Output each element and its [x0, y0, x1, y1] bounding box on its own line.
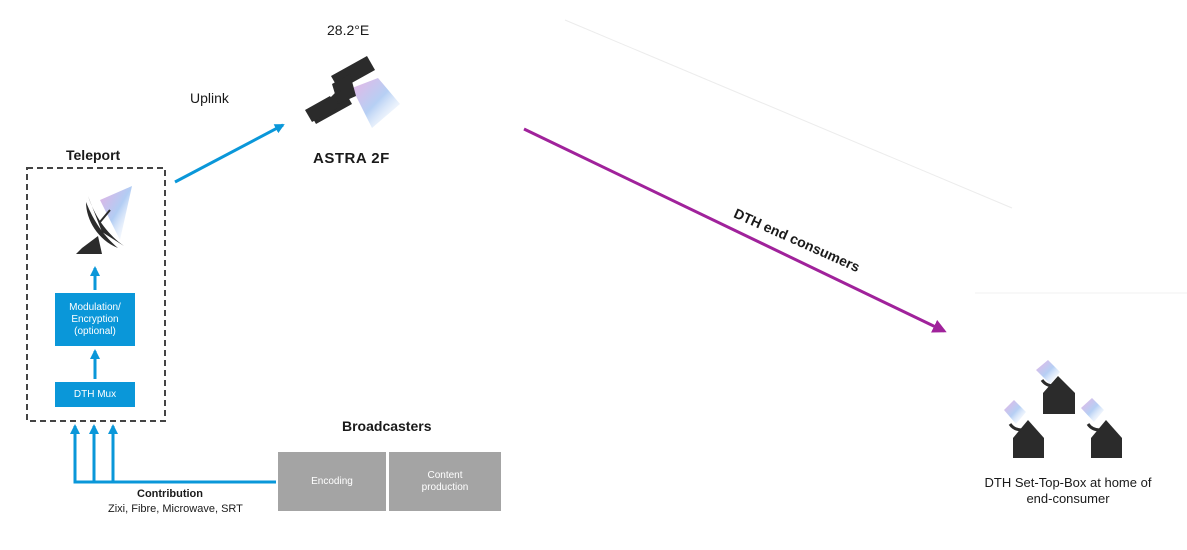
teleport-container — [26, 167, 166, 422]
content-production-label: Content production — [421, 469, 469, 493]
faint-guide-line — [564, 19, 1013, 209]
teleport-title: Teleport — [66, 147, 121, 163]
content-production-box: Content production — [389, 452, 501, 511]
house-icon — [1081, 398, 1122, 458]
encoding-box: Encoding — [278, 452, 386, 511]
satellite-name: ASTRA 2F — [313, 150, 390, 167]
encoding-label: Encoding — [311, 475, 353, 487]
dish-icon — [76, 186, 132, 254]
uplink-label: Uplink — [190, 90, 229, 106]
contribution-title: Contribution — [137, 488, 203, 500]
downlink-arrow — [523, 127, 947, 333]
receiver-label: DTH Set-Top-Box at home of end-consumer — [984, 475, 1152, 506]
house-icon — [1036, 360, 1075, 414]
contribution-feed-line-1 — [70, 424, 276, 484]
house-icon — [1004, 400, 1044, 458]
uplink-arrow — [174, 123, 285, 184]
orbital-position-label: 28.2°E — [327, 22, 370, 38]
modulation-label: Modulation/ Encryption (optional) — [69, 301, 121, 337]
satellite-icon — [305, 56, 400, 128]
contribution-methods: Zixi, Fibre, Microwave, SRT — [108, 503, 243, 515]
modulation-box: Modulation/ Encryption (optional) — [55, 293, 135, 346]
dth-mux-label: DTH Mux — [73, 388, 117, 400]
dth-mux-box: DTH Mux — [55, 382, 135, 407]
broadcasters-title: Broadcasters — [342, 418, 432, 434]
